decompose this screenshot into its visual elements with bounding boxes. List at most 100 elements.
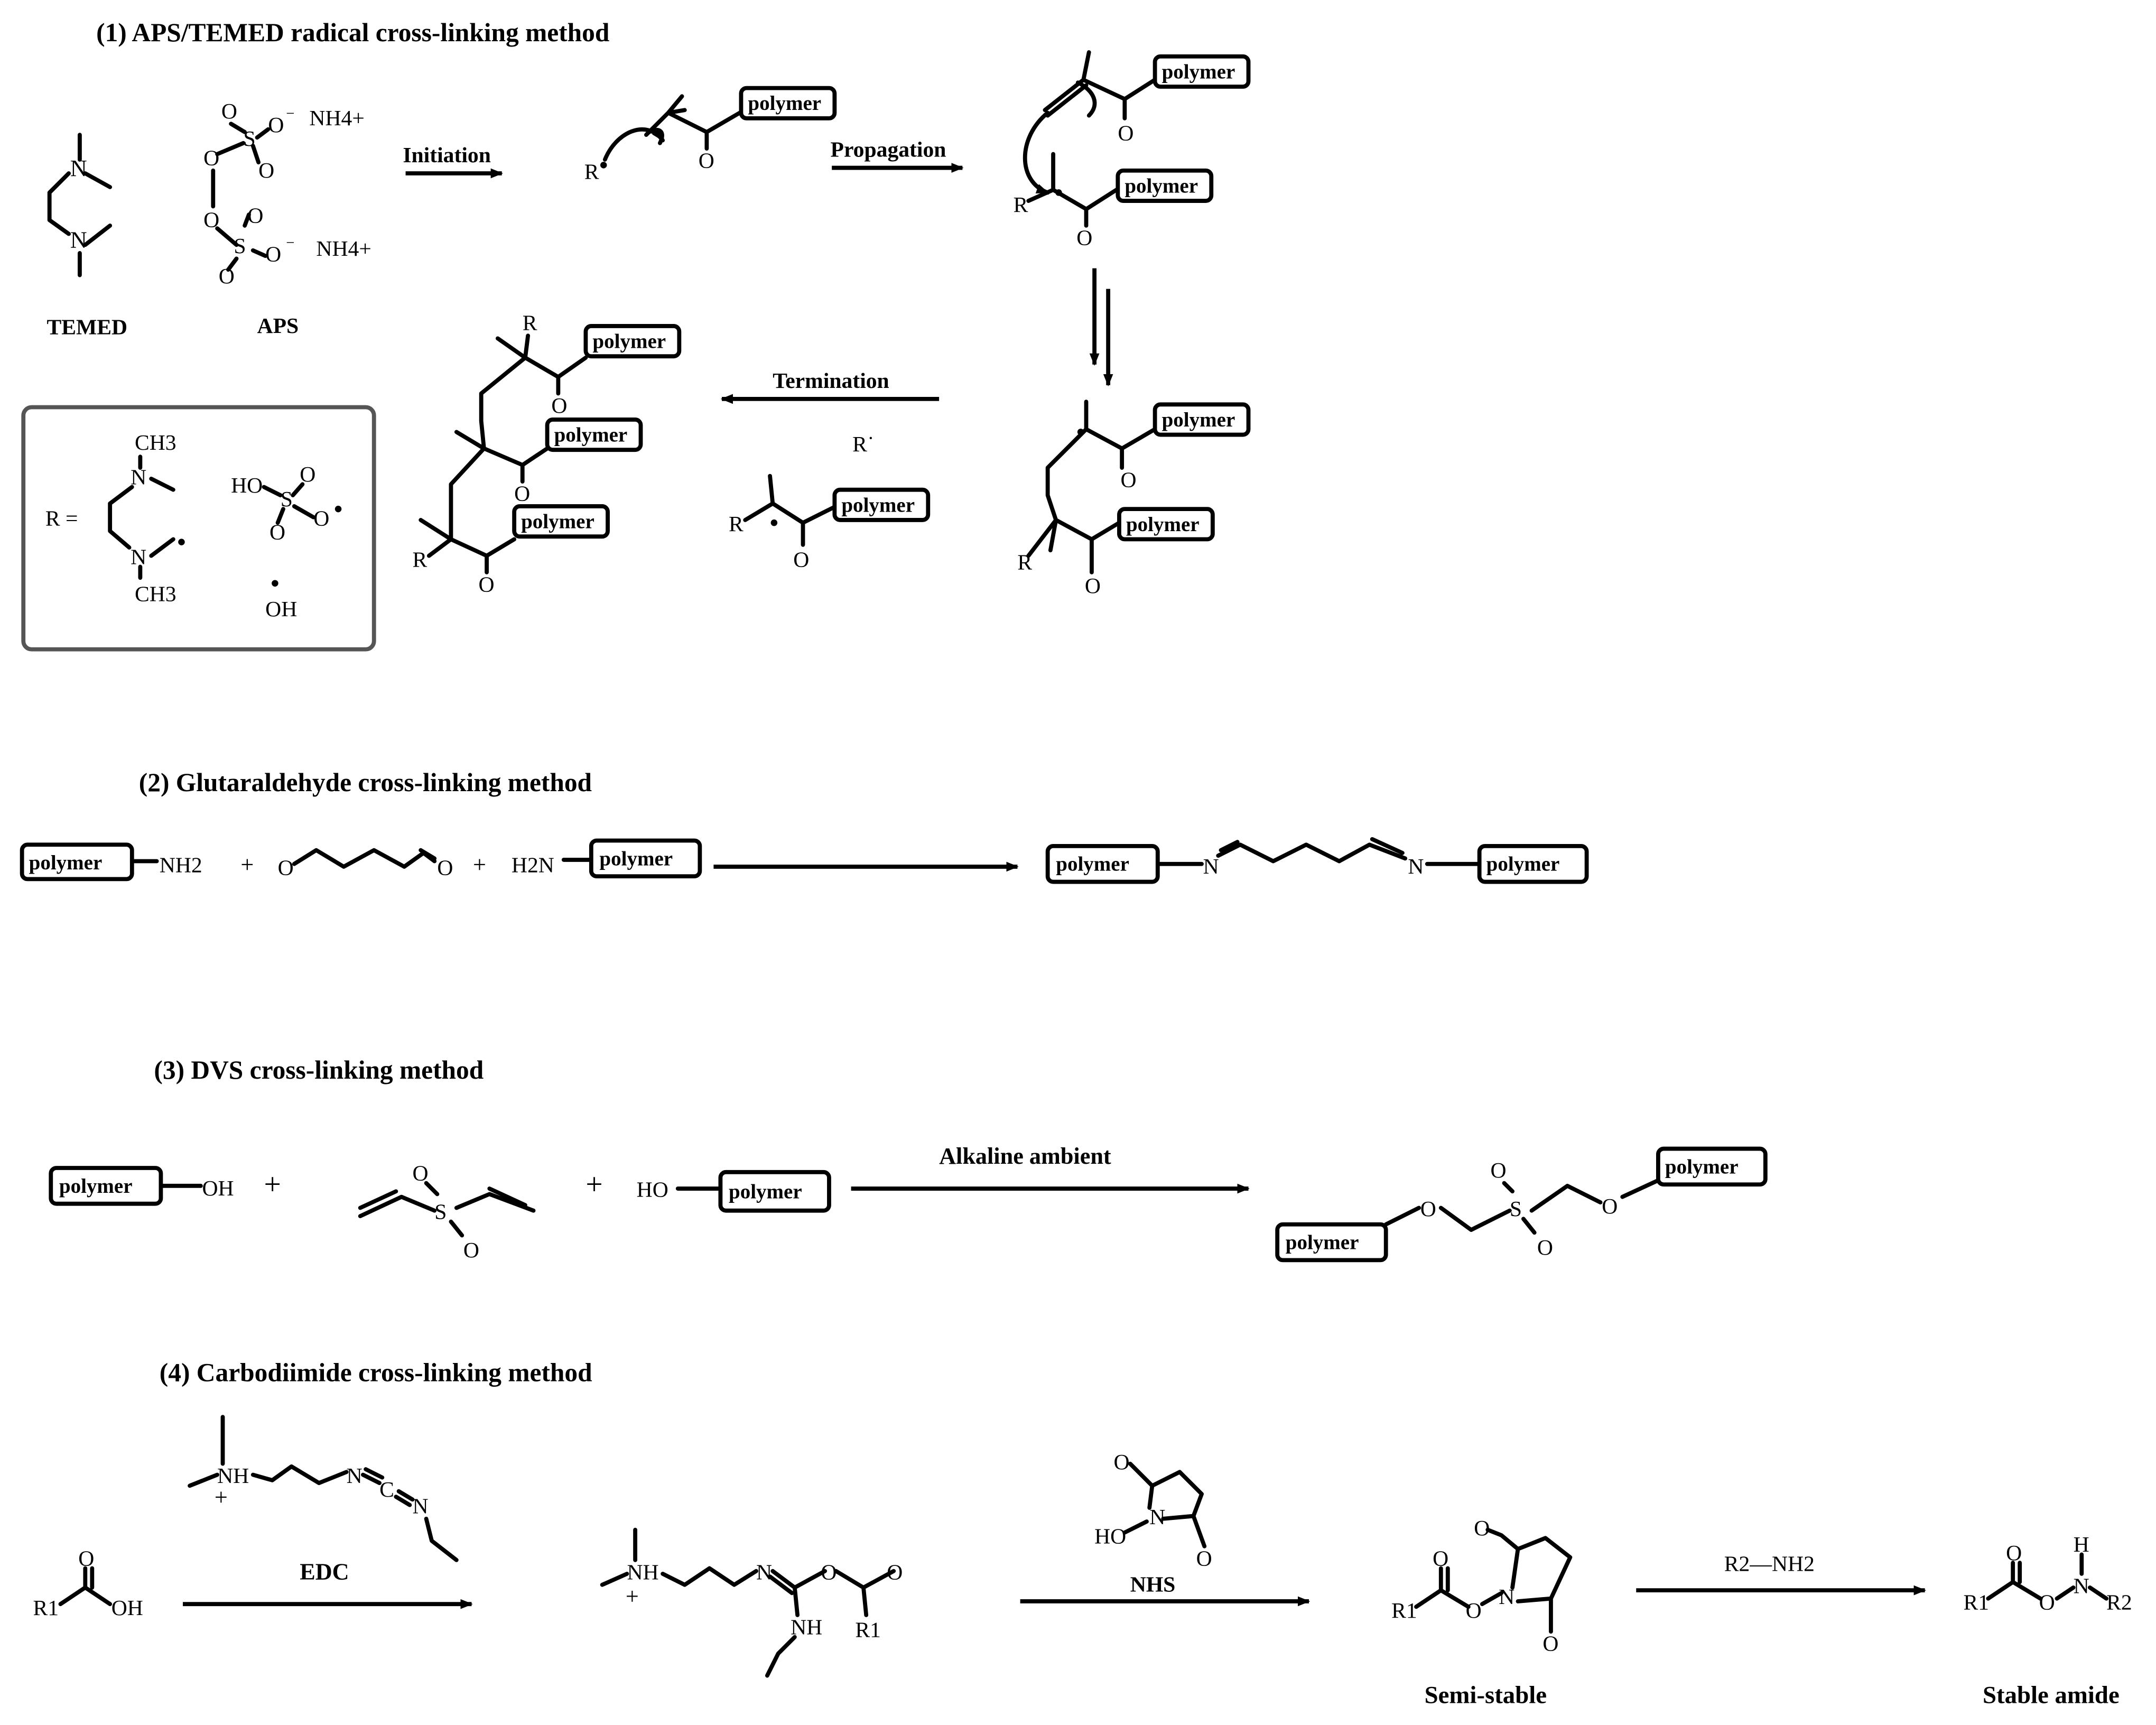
svg-text:O: O: [1085, 574, 1101, 598]
svg-text:R: R: [413, 548, 428, 572]
nhs-ester: R1 O O N O O Semi-stable: [1391, 1516, 1573, 1709]
svg-text:O: O: [258, 159, 274, 183]
svg-text:CH3: CH3: [135, 431, 176, 455]
svg-text:O: O: [1466, 1599, 1482, 1623]
svg-text:polymer: polymer: [554, 424, 628, 447]
svg-text:H: H: [2074, 1533, 2089, 1557]
svg-text:R: R: [729, 512, 744, 536]
svg-text:N: N: [347, 1464, 363, 1488]
svg-text:HO: HO: [231, 474, 263, 498]
svg-text:R1: R1: [33, 1596, 59, 1620]
svg-text:polymer: polymer: [841, 494, 915, 516]
svg-text:polymer: polymer: [599, 847, 673, 870]
svg-text:R: R: [584, 160, 599, 184]
svg-text:O: O: [463, 1238, 479, 1263]
svg-text:polymer: polymer: [29, 851, 103, 874]
propagation-step: Propagation: [831, 138, 964, 173]
svg-text:O: O: [1542, 1632, 1558, 1656]
polymer-box: [718, 1170, 831, 1213]
svg-text:polymer: polymer: [1665, 1155, 1739, 1178]
carboxylic-acid: R1 O OH: [33, 1546, 143, 1620]
polymer-box: [739, 86, 837, 120]
svg-text:O: O: [313, 506, 329, 531]
dvs-product: polymer O S O O O polymer: [1275, 1146, 1768, 1263]
edc-structure: NH + N C N EDC: [188, 1415, 459, 1584]
svg-text:S: S: [434, 1200, 447, 1224]
dvs-structure: S O O: [358, 1161, 536, 1263]
svg-text:polymer: polymer: [1126, 513, 1200, 536]
initiation-step: Initiation: [403, 143, 504, 179]
svg-text:polymer: polymer: [59, 1175, 133, 1198]
svg-text:polymer: polymer: [729, 1180, 802, 1203]
aps-label: APS: [257, 314, 299, 338]
polymer-box: [832, 487, 931, 522]
svg-text:R1: R1: [1391, 1599, 1417, 1623]
amine-reagent-label: R2—NH2: [1724, 1552, 1815, 1576]
nhs-structure: O N HO O NHS: [1094, 1450, 1212, 1597]
svg-text:O: O: [1114, 1450, 1130, 1474]
svg-text:−: −: [286, 105, 294, 122]
svg-text:O: O: [1433, 1546, 1448, 1571]
svg-text:O: O: [437, 856, 453, 880]
nhs-label: NHS: [1130, 1573, 1176, 1597]
svg-text:OH: OH: [265, 597, 297, 622]
svg-text:O: O: [1537, 1236, 1553, 1260]
svg-text:O: O: [2006, 1541, 2022, 1565]
stable-amide-label: Stable amide: [1983, 1682, 2120, 1709]
svg-text:N: N: [756, 1560, 772, 1584]
terminated-network: R O polymer O polymer R O polymer: [413, 311, 682, 597]
svg-text:O: O: [1118, 122, 1133, 146]
svg-text:O: O: [1490, 1158, 1506, 1183]
svg-text:polymer: polymer: [1286, 1231, 1359, 1254]
svg-text:O: O: [203, 146, 219, 170]
section-title-dvs: (3) DVS cross-linking method: [154, 1055, 484, 1084]
temed-label: TEMED: [47, 316, 127, 340]
svg-text:R: R: [1014, 193, 1028, 217]
section-title-glutaraldehyde: (2) Glutaraldehyde cross-linking method: [139, 768, 592, 797]
svg-text:R1: R1: [1964, 1591, 1990, 1615]
propagation-label: Propagation: [831, 138, 946, 162]
svg-text:O: O: [1420, 1197, 1436, 1221]
svg-text:NH: NH: [791, 1615, 822, 1639]
svg-text:−: −: [286, 235, 294, 252]
svg-text:HO: HO: [637, 1178, 668, 1202]
svg-text:N: N: [70, 155, 87, 181]
polymer-box: [1153, 402, 1251, 437]
svg-text:R: R: [523, 311, 537, 336]
temed-structure: N N TEMED: [47, 133, 127, 340]
svg-text:NH: NH: [217, 1464, 249, 1488]
svg-text:R: R: [1017, 551, 1032, 575]
growing-chain: O polymer R O polymer: [1017, 400, 1251, 598]
svg-text:S: S: [281, 487, 293, 512]
svg-text:O: O: [1076, 226, 1092, 250]
svg-text:R2: R2: [2106, 1591, 2132, 1615]
svg-text:O: O: [2039, 1591, 2055, 1615]
svg-text:O: O: [514, 482, 530, 506]
svg-text:+: +: [240, 851, 254, 877]
svg-text:O: O: [887, 1560, 903, 1584]
polymer-box: [1116, 168, 1214, 203]
svg-text:NH: NH: [627, 1560, 658, 1584]
svg-text:O: O: [219, 264, 235, 289]
svg-text:H2N: H2N: [512, 853, 554, 877]
o-acylisourea-intermediate: NH + N O O NH R1: [600, 1527, 903, 1678]
svg-text:polymer: polymer: [1486, 853, 1560, 876]
section-aps-temed: (1) APS/TEMED radical cross-linking meth…: [21, 18, 1251, 652]
nh4-ion-2: NH4+: [316, 237, 371, 261]
alkaline-condition-label: Alkaline ambient: [939, 1143, 1111, 1169]
stable-amide: R1 O O N H R2 Stable amide: [1964, 1533, 2132, 1709]
section-glutaraldehyde: (2) Glutaraldehyde cross-linking method …: [20, 768, 1589, 884]
svg-text:O: O: [78, 1546, 94, 1571]
svg-text:N: N: [2074, 1574, 2089, 1598]
svg-text:O: O: [1602, 1194, 1618, 1219]
section-dvs: (3) DVS cross-linking method polymer OH …: [49, 1055, 1768, 1263]
svg-text:polymer: polymer: [748, 92, 821, 115]
svg-text:+: +: [264, 1167, 281, 1201]
svg-text:N: N: [1149, 1505, 1165, 1529]
svg-text:O: O: [478, 572, 494, 597]
aps-structure: O S O − O O O O S O − O NH4+ NH4+ APS: [203, 99, 371, 338]
section-carbodiimide: (4) Carbodiimide cross-linking method R1…: [33, 1358, 2132, 1709]
polymer-box: [1275, 1222, 1388, 1263]
svg-text:N: N: [70, 227, 87, 253]
propagation-structure: O polymer R O polymer: [1014, 50, 1251, 250]
